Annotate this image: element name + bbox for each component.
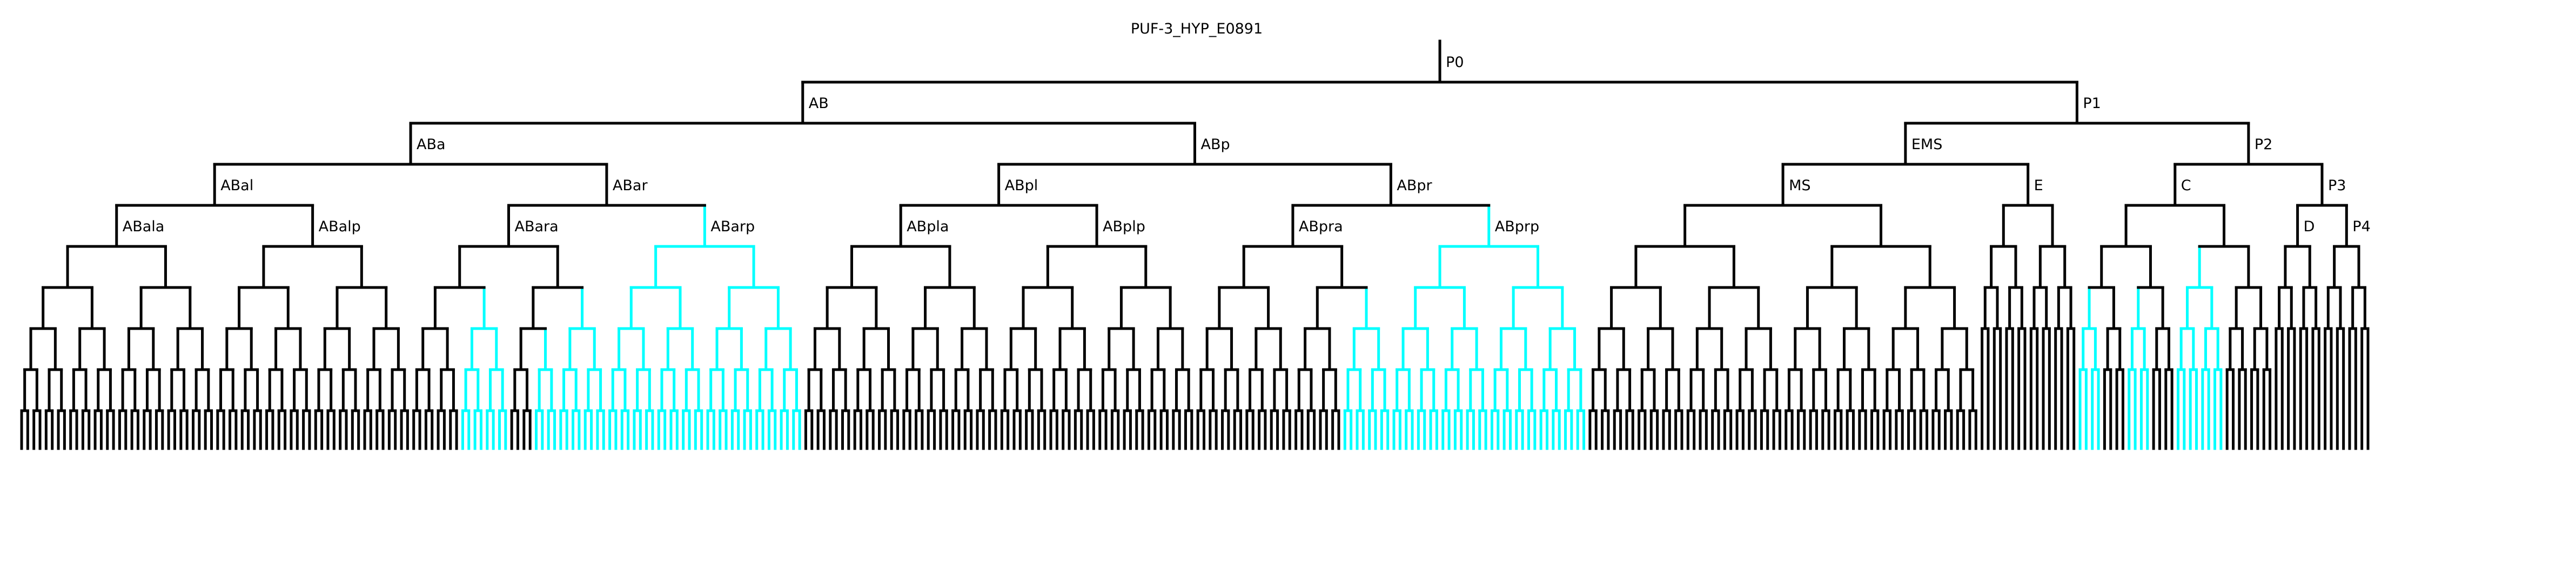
node-label-EMS: EMS [1911,136,1943,153]
node-label-ABprp: ABprp [1495,218,1539,235]
node-label-ABplp: ABplp [1103,218,1145,235]
node-label-ABar: ABar [613,177,648,194]
node-label-ABpra: ABpra [1299,218,1343,235]
node-label-C: C [2181,177,2191,194]
node-label-ABala: ABala [123,218,165,235]
node-label-MS: MS [1789,177,1810,194]
node-label-D: D [2304,218,2315,235]
node-label-AB: AB [809,95,829,112]
node-label-ABara: ABara [514,218,558,235]
node-label-ABpr: ABpr [1397,177,1432,194]
node-label-P0: P0 [1446,54,1464,71]
node-label-ABa: ABa [417,136,446,153]
node-label-E: E [2034,177,2043,194]
node-label-P3: P3 [2328,177,2346,194]
node-label-ABarp: ABarp [710,218,755,235]
node-label-ABalp: ABalp [319,218,361,235]
node-label-ABal: ABal [220,177,253,194]
node-label-ABpla: ABpla [907,218,949,235]
node-label-P4: P4 [2352,218,2370,235]
node-label-P2: P2 [2255,136,2272,153]
node-label-P1: P1 [2083,95,2101,112]
node-label-ABp: ABp [1201,136,1230,153]
node-label-ABpl: ABpl [1005,177,1038,194]
diagram-title: PUF-3_HYP_E0891 [1130,21,1263,37]
